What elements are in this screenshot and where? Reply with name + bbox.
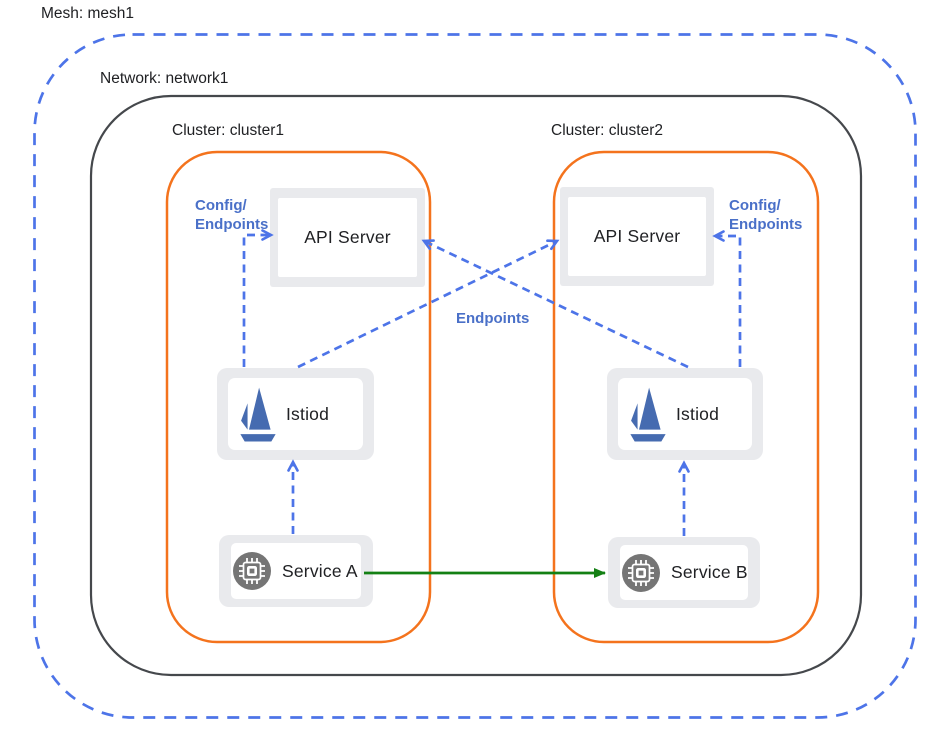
cluster2-label: Cluster: cluster2 [551, 122, 663, 139]
cluster1-api-server-node: API Server [270, 188, 425, 287]
cluster1-config-endpoints-label: Config/ Endpoints [195, 197, 268, 234]
cluster2-service-b-box: Service B [620, 545, 748, 600]
cluster1-api-server-label: API Server [304, 227, 391, 247]
cluster1-label: Cluster: cluster1 [172, 122, 284, 139]
cross-cluster-endpoints-label: Endpoints [456, 310, 530, 327]
istio-sailboat-icon [630, 387, 666, 442]
chip-icon [622, 553, 660, 592]
cluster1-service-a-box: Service A [231, 543, 361, 599]
cluster2-service-b-label: Service B [671, 562, 748, 582]
cluster1-service-a-node: Service A [219, 535, 373, 607]
chip-icon [233, 552, 271, 590]
config-label-line2: Endpoints [195, 215, 269, 233]
cluster1-istiod-to-api-config-arrow [242, 229, 274, 367]
cluster2-api-server-node: API Server [560, 187, 714, 286]
config-label-line1: Config/ [729, 197, 781, 214]
istio-sailboat-icon [240, 387, 276, 442]
cluster1-service-a-label: Service A [282, 560, 358, 581]
cluster1-istiod-node: Istiod [217, 368, 374, 460]
cluster2-config-endpoints-label: Config/ Endpoints [729, 197, 802, 234]
config-label-line2: Endpoints [729, 215, 803, 233]
cluster2-api-server-box: API Server [568, 197, 706, 276]
cluster2-service-b-node: Service B [608, 537, 760, 608]
cluster2-istiod-box: Istiod [618, 378, 752, 450]
cluster1-api-server-box: API Server [278, 198, 417, 277]
cluster2-istiod-node: Istiod [607, 368, 763, 460]
cluster1-istiod-box: Istiod [228, 378, 363, 450]
network-label: Network: network1 [100, 70, 229, 87]
mesh-boundary [33, 33, 917, 719]
cluster2-istiod-to-api-config-arrow [712, 230, 742, 367]
config-label-line1: Config/ [195, 197, 247, 214]
cluster1-istiod-label: Istiod [286, 403, 330, 424]
cluster2-istiod-label: Istiod [676, 403, 720, 424]
mesh-label: Mesh: mesh1 [41, 5, 135, 22]
cluster2-api-server-label: API Server [593, 226, 681, 246]
